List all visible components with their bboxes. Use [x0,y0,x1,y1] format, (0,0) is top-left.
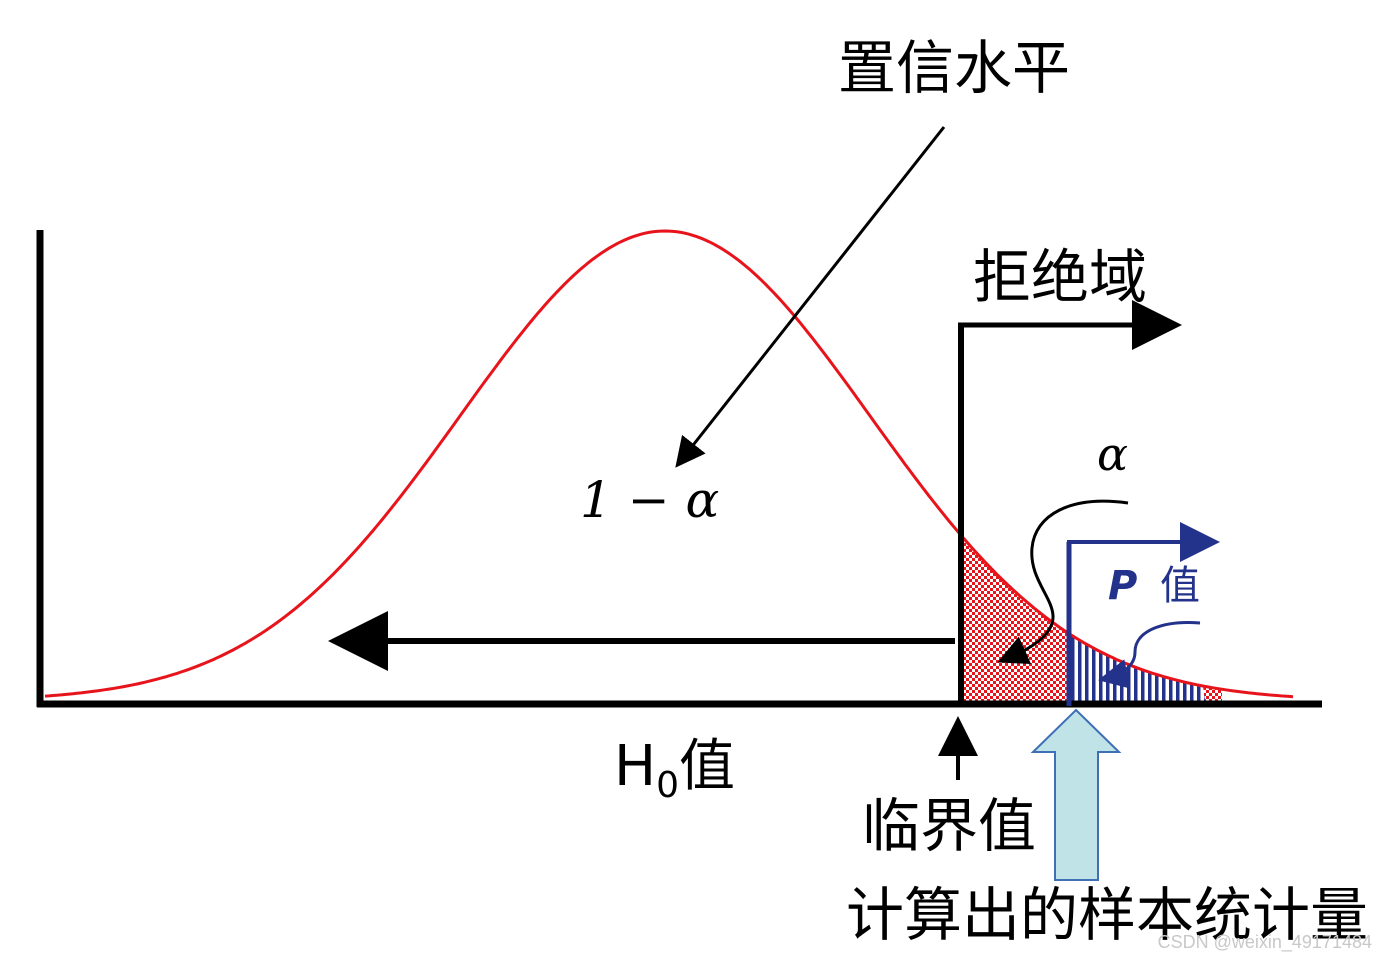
p-value-label: P 值 [1108,563,1200,609]
alpha-pointer-arrow [997,499,1129,664]
alpha-label: α [1097,427,1128,481]
one-minus-alpha-label: 1 − α [580,471,719,529]
h0-value-label: H0值 [614,734,735,806]
rejection-region-label: 拒绝域 [973,243,1147,311]
computed-statistic-label: 计算出的样本统计量 [846,881,1368,949]
h0-subscript: 0 [656,765,679,806]
h0-h: H [614,734,656,799]
normal-distribution-curve [44,229,1294,699]
confidence-level-pointer-arrow [675,126,946,468]
computed-statistic-arrow [1030,708,1122,881]
watermark: CSDN @weixin_49171484 [1158,932,1372,953]
confidence-level-label: 置信水平 [838,34,1070,102]
p-value-pointer-arrow [1098,620,1201,689]
p-value-label-suffix: 值 [1160,563,1200,609]
p-value-label-p: P [1108,563,1137,609]
h0-suffix: 值 [679,734,735,799]
critical-value-label: 临界值 [862,792,1036,860]
